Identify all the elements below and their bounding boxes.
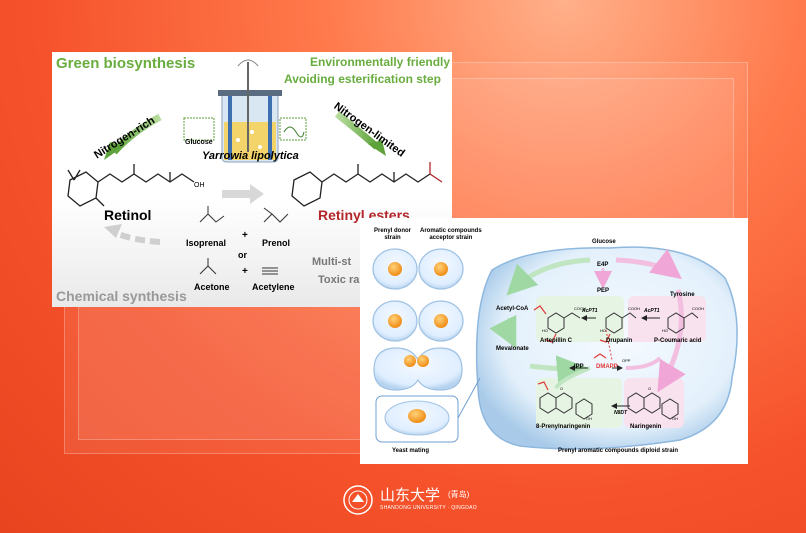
university-name-cn: 山东大学 [380, 486, 441, 504]
glucose-node: Glucose [592, 239, 616, 245]
drupanin-label: Drupanin [606, 338, 633, 344]
acpt1-label-a: AcPT1 [582, 308, 598, 314]
acetylene-label: Acetylene [252, 282, 295, 292]
university-seal-icon [343, 485, 373, 515]
coumaric-region [628, 296, 706, 342]
acetone-structure [199, 265, 217, 275]
or-label: or [238, 250, 247, 260]
nitrogen-limited-arrow-head [368, 140, 386, 156]
prenol-structure [263, 213, 289, 223]
o-label-a: O [560, 386, 564, 391]
avoiding-esterification-label: Avoiding esterification step [284, 72, 441, 86]
artepillin-label: Artepillin C [540, 338, 573, 344]
toxic-label: Toxic ra [318, 274, 360, 286]
retinol-oh-label: OH [194, 182, 205, 189]
retinol-label: Retinol [104, 207, 152, 223]
ho-label-b: HO [600, 328, 606, 333]
arrow-to-tyrosine [615, 248, 682, 280]
figure1-graphics [67, 59, 443, 275]
cooh-label-a: COOH [574, 306, 586, 311]
coumaric-ring [667, 312, 685, 334]
n8dt-label: N8DT [614, 410, 628, 416]
mating-cell [373, 347, 463, 391]
p-coumaric-label: P-Coumaric acid [654, 338, 702, 344]
prenyl-donor-region [536, 296, 624, 342]
artepillin-ring [547, 312, 565, 334]
dna-box [279, 117, 307, 141]
ho-label-a: HO [542, 328, 548, 333]
drupanin-ring [605, 312, 623, 334]
isoprenal-structure [199, 213, 225, 223]
glucose-box [183, 117, 215, 141]
glucose-label: Glucose [185, 139, 213, 146]
prenylnaringenin-region [536, 378, 622, 428]
university-name-en: SHANDONG UNIVERSITY · QINGDAO [380, 505, 477, 511]
retinyl-ester-structure [291, 162, 443, 207]
cooh-label-c: COOH [692, 306, 704, 311]
plus-sign-2: + [242, 266, 248, 277]
diploid-strain-label: Prenyl aromatic compounds diploid strain [558, 448, 679, 454]
campus-name-cn: (青岛) [448, 490, 470, 499]
prenylnaringenin-label: 8-Prenylnaringenin [536, 424, 591, 430]
university-logo: 山东大学 (青岛) SHANDONG UNIVERSITY · QINGDAO [342, 482, 482, 518]
organism-label: Yarrowia lipolytica [202, 150, 299, 162]
e4p-node: E4P [597, 262, 609, 268]
yeast-mating-label: Yeast mating [392, 448, 430, 454]
plus-sign-1: + [242, 230, 248, 241]
arrow-to-acetylcoa [506, 257, 591, 296]
cooh-label-b: COOH [628, 306, 640, 311]
dmapp-node: DMAPP [596, 364, 618, 370]
chemical-synthesis-label: Chemical synthesis [56, 288, 187, 304]
acpt1-label-b: AcPT1 [644, 308, 660, 314]
oh-label-a: OH [586, 416, 592, 421]
acetone-label: Acetone [194, 282, 230, 292]
zoom-line [457, 377, 481, 419]
o-label-b: O [648, 386, 652, 391]
environmentally-friendly-label: Environmentally friendly [310, 55, 451, 69]
multi-step-label: Multi-st [312, 256, 352, 268]
mevalonate-node: Mevalonate [496, 346, 529, 352]
pep-node: PEP [597, 288, 610, 294]
opp-label: OPP [622, 358, 631, 363]
ipp-node: IPP [574, 364, 584, 370]
isoprenal-label: Isoprenal [186, 238, 227, 248]
retinol-biosynthesis-figure: Green biosynthesis Environmentally frien… [52, 52, 452, 307]
nitrogen-rich-arrow-head [104, 142, 124, 160]
yeast-mating-box [375, 395, 459, 443]
figure2-graphics [372, 246, 738, 450]
bioreactor-icon [218, 59, 282, 163]
ho-label-c: HO [662, 328, 668, 333]
acetylcoa-node: Acetyl-CoA [496, 306, 529, 312]
naringenin-label: Naringenin [630, 424, 662, 430]
green-biosynthesis-label: Green biosynthesis [56, 55, 196, 72]
tyrosine-node: Tyrosine [670, 292, 695, 298]
retinol-to-ester-arrow [222, 184, 264, 204]
oh-label-b: OH [672, 416, 678, 421]
chemical-synthesis-arrow [112, 229, 161, 245]
prenol-label: Prenol [262, 238, 291, 248]
retinol-structure [67, 164, 195, 207]
